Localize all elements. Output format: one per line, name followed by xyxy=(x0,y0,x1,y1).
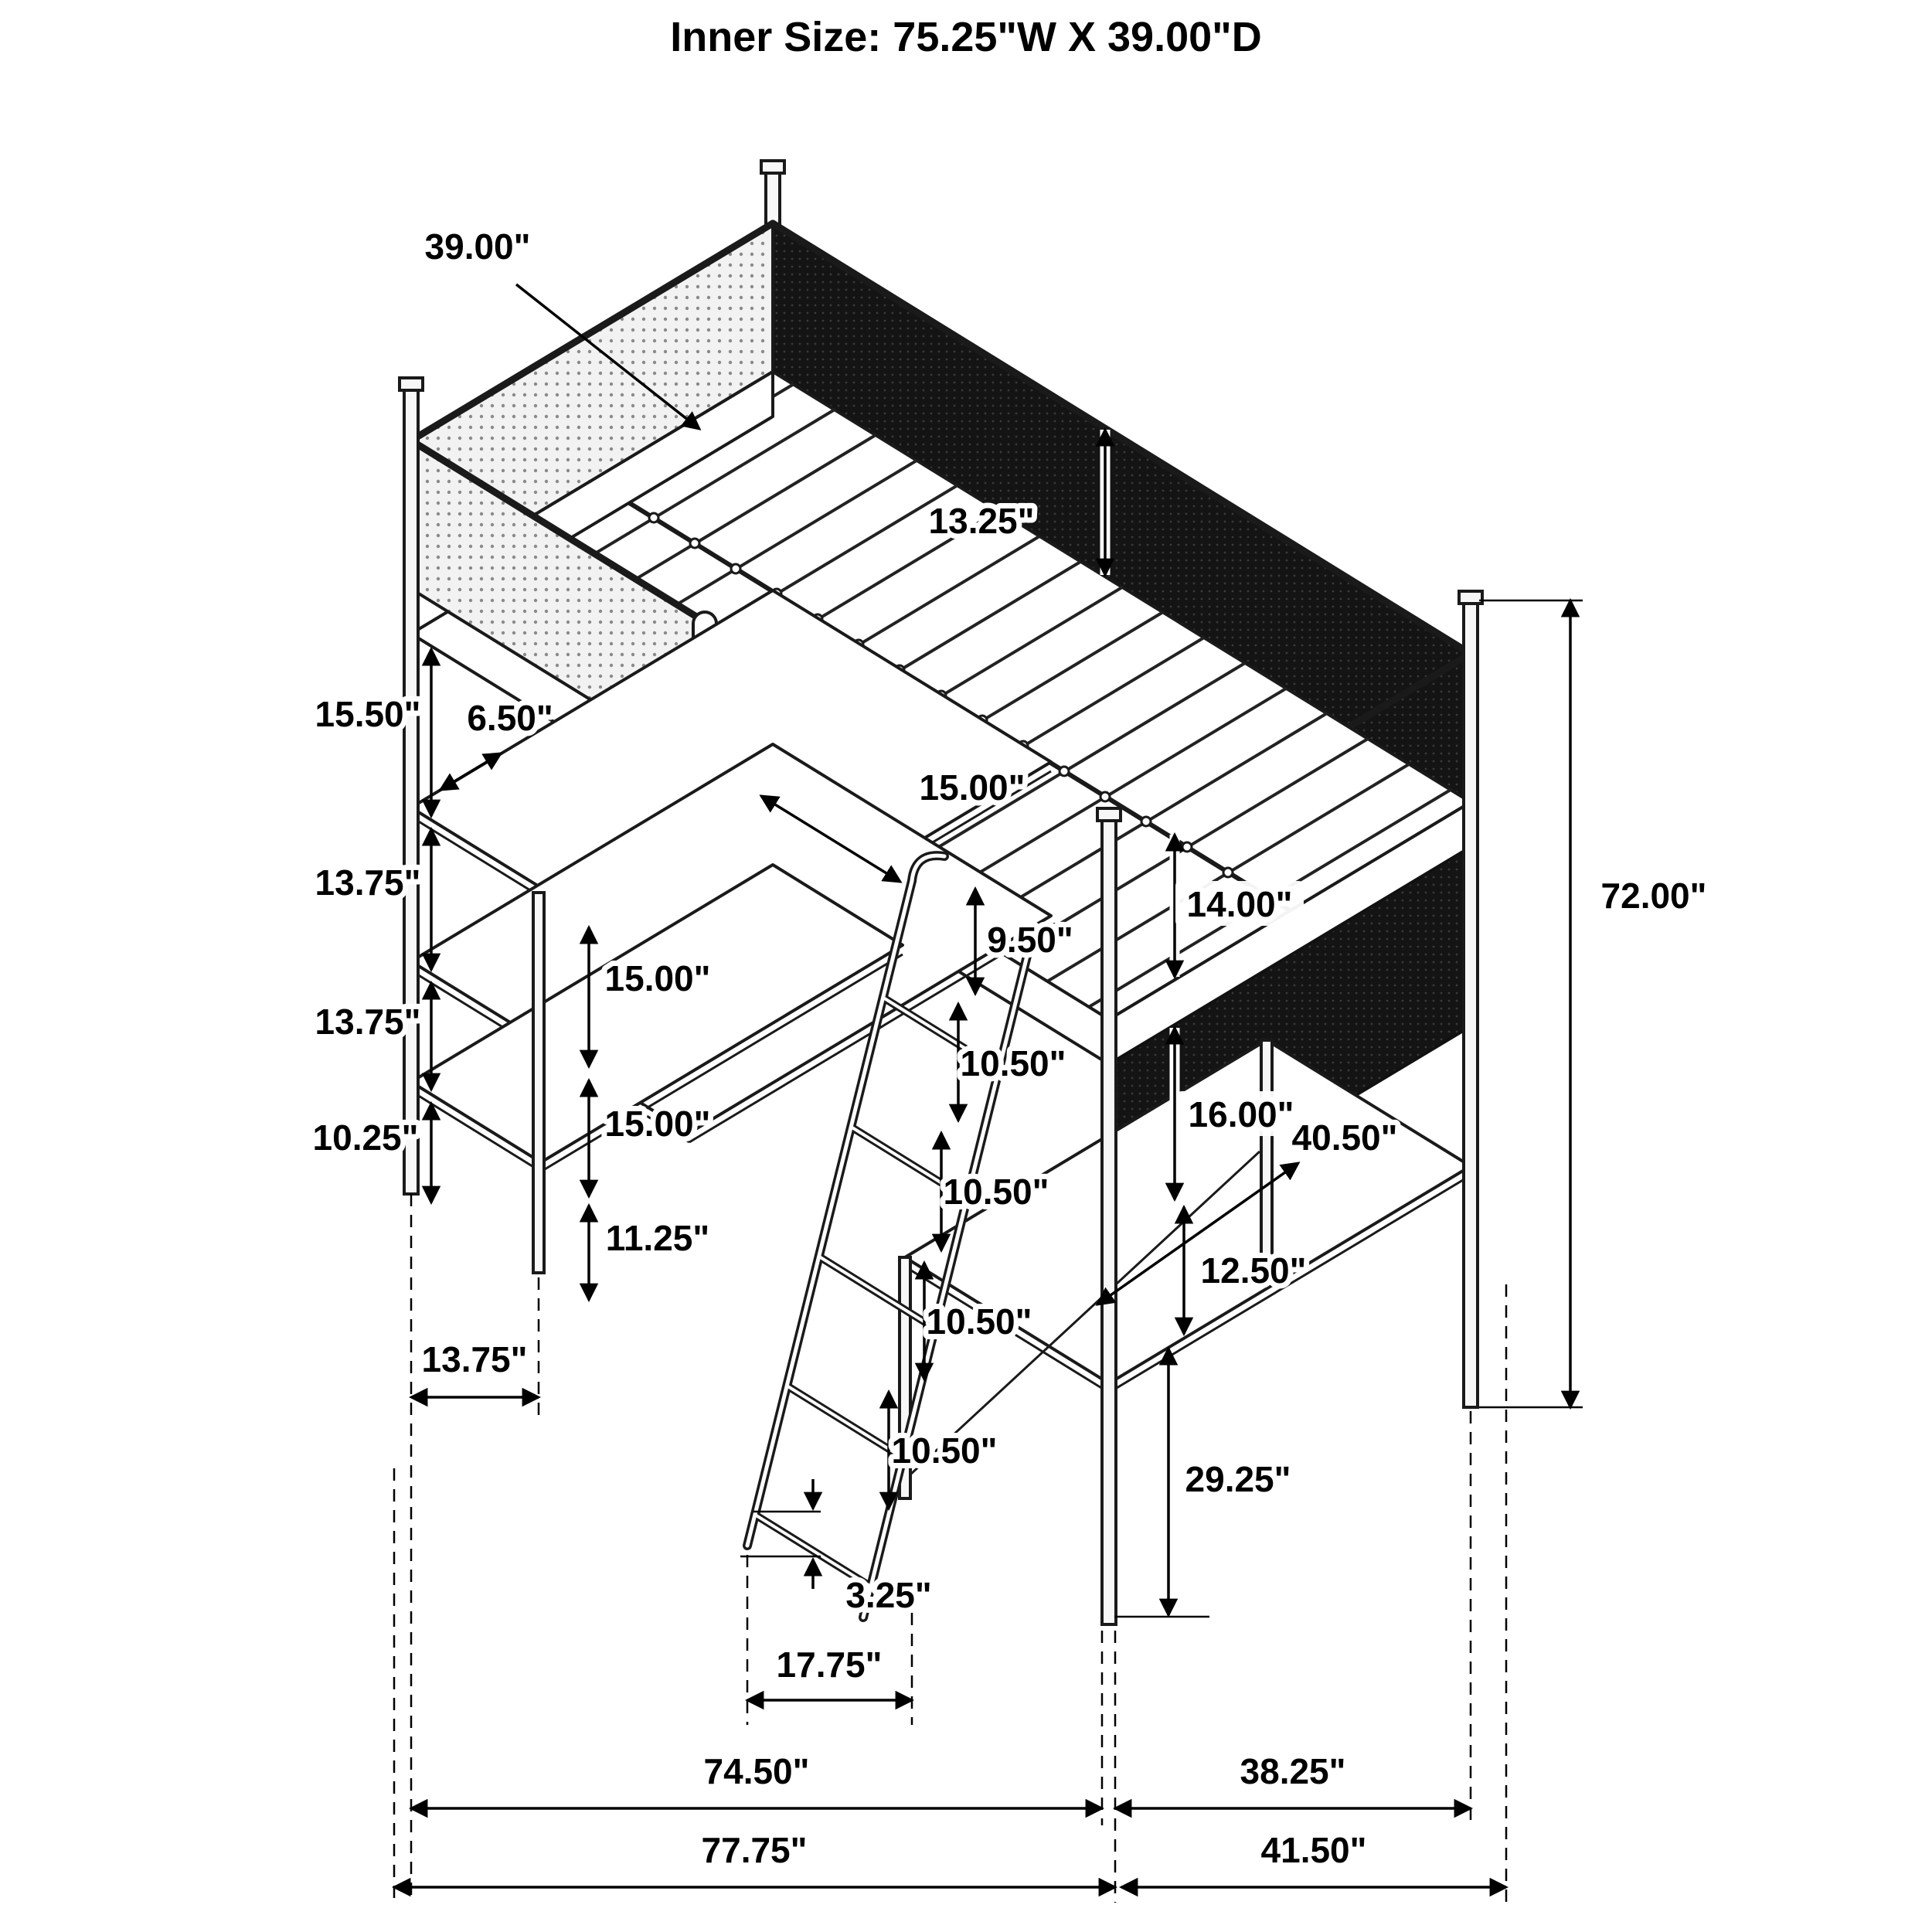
dim-ladder-step-1: 10.50" xyxy=(948,1001,1071,1124)
dim-bottom-clearance: 11.25" xyxy=(579,1202,715,1303)
dim-total-length: 77.75" xyxy=(391,1825,1118,1897)
dim-ladder-step-3: 10.50" xyxy=(914,1260,1037,1383)
dim-shelf-depth-label: 13.75" xyxy=(422,1339,528,1379)
dim-rail-opening-label: 15.00" xyxy=(920,767,1026,808)
dim-ladder-foot-offset-label: 17.75" xyxy=(777,1645,883,1685)
dim-shelf2-floor-gap-label: 10.25" xyxy=(313,1117,419,1158)
projection-lines xyxy=(393,1194,1508,1903)
corner-post-front-left xyxy=(398,376,424,1196)
dim-panel-desk-gap-label: 12.50" xyxy=(1201,1250,1307,1291)
diagram-title: Inner Size: 75.25"W X 39.00"D xyxy=(670,14,1262,60)
dim-desk-corner: 6.50" xyxy=(438,692,559,791)
dim-end-panel-lower: 16.00" xyxy=(1165,1025,1305,1202)
dim-ladder-foot-gap: 3.25" xyxy=(740,1479,937,1621)
dim-desk-opening-1: 15.00" xyxy=(579,924,716,1070)
dim-desk-corner-label: 6.50" xyxy=(467,698,553,738)
dim-total-width-label: 41.50" xyxy=(1261,1830,1367,1870)
dim-panel-desk-gap: 12.50" xyxy=(1174,1204,1311,1337)
dim-desk-height-label: 29.25" xyxy=(1185,1459,1291,1499)
dim-total-width: 41.50" xyxy=(1118,1825,1509,1897)
dim-desk-diagonal-label: 40.50" xyxy=(1292,1117,1398,1158)
dim-ladder-foot-gap-label: 3.25" xyxy=(845,1575,931,1615)
shelf-support-leg xyxy=(532,891,546,1274)
dim-ladder-top-gap: 9.50" xyxy=(965,886,1079,997)
dim-ladder-step-4: 10.50" xyxy=(879,1389,1002,1512)
dim-total-height-label: 72.00" xyxy=(1601,876,1707,916)
corner-post-back-right xyxy=(1458,590,1484,1409)
dim-inner-depth: 39.00" xyxy=(420,221,702,430)
dim-ladder-top-gap-label: 9.50" xyxy=(987,920,1073,960)
dim-ladder-step-2-label: 10.50" xyxy=(944,1172,1049,1212)
dim-desk-shelf1-gap: 13.75" xyxy=(310,826,441,973)
dim-bottom-clearance-label: 11.25" xyxy=(606,1218,709,1258)
dim-shelf-depth: 13.75" xyxy=(408,1334,542,1407)
dim-platform-desk-gap-label: 15.50" xyxy=(315,694,421,734)
dim-rail-height-label: 13.25" xyxy=(929,501,1035,541)
corner-post-front-right xyxy=(1096,807,1122,1626)
dim-end-panel-upper-label: 14.00" xyxy=(1187,884,1293,924)
dim-platform-desk-gap: 15.50" xyxy=(310,646,441,819)
dim-desk-shelf1-gap-label: 13.75" xyxy=(315,862,421,903)
dim-ladder-foot-offset: 17.75" xyxy=(744,1639,915,1710)
dim-desk-height: 29.25" xyxy=(1114,1345,1296,1618)
dim-desk-opening-2-label: 15.00" xyxy=(605,1104,711,1144)
dim-shelf1-shelf2-gap: 13.75" xyxy=(310,980,441,1093)
dim-total-length-label: 77.75" xyxy=(702,1830,808,1870)
dim-end-panel-lower-label: 16.00" xyxy=(1189,1094,1294,1134)
dim-desk-opening-1-label: 15.00" xyxy=(605,958,711,998)
dim-ladder-step-3-label: 10.50" xyxy=(927,1301,1032,1342)
desk-leg-back xyxy=(1260,1039,1274,1283)
dim-inner-depth-label: 39.00" xyxy=(425,226,531,267)
dim-rail-height: 13.25" xyxy=(923,427,1115,578)
dim-rail-opening: 15.00" xyxy=(759,762,1030,883)
dim-end-panel-upper: 14.00" xyxy=(1165,832,1304,980)
dim-desk-opening-2: 15.00" xyxy=(579,1077,716,1199)
dim-desk-width-label: 38.25" xyxy=(1240,1751,1346,1791)
dim-shelf2-floor-gap: 10.25" xyxy=(308,1100,441,1206)
dim-shelf1-shelf2-gap-label: 13.75" xyxy=(315,1002,421,1042)
dim-total-height: 72.00" xyxy=(1479,597,1712,1410)
dim-bed-length: 74.50" xyxy=(408,1746,1105,1818)
dim-ladder-step-4-label: 10.50" xyxy=(892,1430,998,1471)
dim-ladder-step-2: 10.50" xyxy=(931,1130,1054,1253)
dim-ladder-step-1-label: 10.50" xyxy=(961,1043,1066,1083)
dim-bed-length-label: 74.50" xyxy=(704,1751,810,1791)
dim-desk-width: 38.25" xyxy=(1112,1746,1474,1818)
dim-desk-diagonal: 40.50" xyxy=(1095,1112,1403,1306)
